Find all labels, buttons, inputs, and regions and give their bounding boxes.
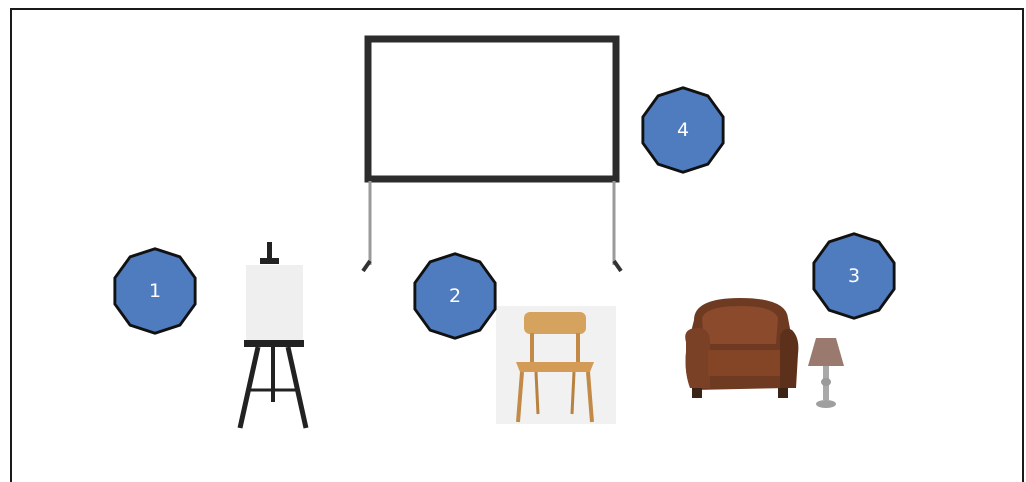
marker-2: 2 <box>407 248 503 344</box>
projection-screen-icon <box>355 35 630 280</box>
marker-2-label: 2 <box>407 248 503 344</box>
easel-icon <box>232 240 314 432</box>
marker-4-label: 4 <box>635 82 731 178</box>
table-lamp <box>806 334 846 410</box>
marker-4: 4 <box>635 82 731 178</box>
wooden-chair <box>496 306 616 424</box>
leather-armchair <box>680 292 800 402</box>
marker-3: 3 <box>806 228 902 324</box>
marker-3-label: 3 <box>806 228 902 324</box>
lamp-icon <box>806 334 846 410</box>
easel <box>232 240 314 432</box>
marker-1: 1 <box>107 243 203 339</box>
projection-screen <box>355 35 630 280</box>
marker-1-label: 1 <box>107 243 203 339</box>
chair-icon <box>496 306 616 424</box>
armchair-icon <box>680 292 800 402</box>
